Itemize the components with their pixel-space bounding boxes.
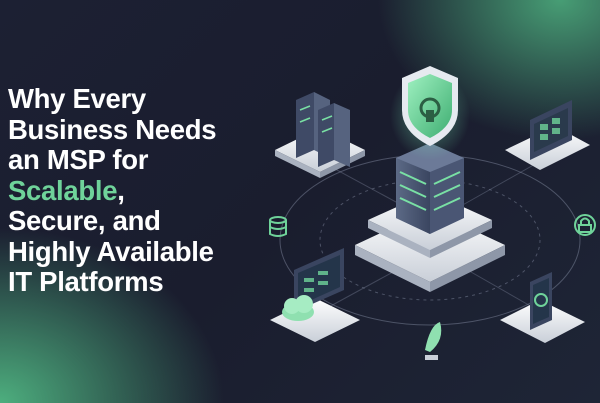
- headline-line-7: IT Platforms: [8, 266, 164, 297]
- monitor-icon: [270, 248, 360, 342]
- headline-line-4-rest: ,: [117, 174, 125, 206]
- shield-icon: [390, 66, 470, 160]
- isometric-it-illustration: [269, 66, 596, 360]
- headline-line-1: Why Every: [8, 83, 146, 114]
- headline-line-2: Business Needs: [8, 113, 217, 145]
- database-icon: [269, 216, 287, 237]
- leaf-icon: [425, 322, 442, 360]
- headline: Why Every Business Needs an MSP for Scal…: [8, 83, 258, 298]
- headline-line-6: Highly Available: [8, 235, 214, 267]
- headline-line-4: Scalable,: [8, 174, 258, 207]
- cloud-icon: [282, 295, 314, 321]
- server-rack-icon: [275, 92, 365, 178]
- headline-line-5: Secure, and: [8, 205, 161, 236]
- headline-line-3: an MSP for: [8, 144, 149, 175]
- headline-highlight: Scalable: [8, 174, 118, 206]
- smartphone-icon: [500, 272, 585, 343]
- lock-icon: [574, 214, 596, 236]
- laptop-icon: [505, 100, 590, 170]
